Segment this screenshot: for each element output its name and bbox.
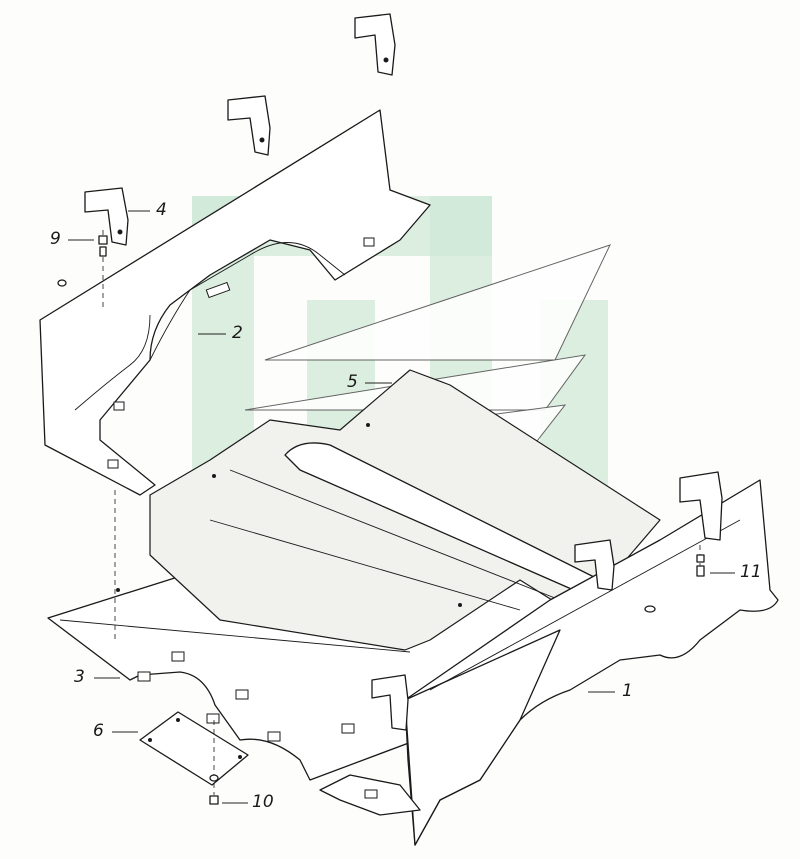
- tunnel-hole-4: [116, 588, 120, 592]
- bracket-bolt-1: [383, 57, 389, 63]
- floor-pad-3: [235, 689, 249, 700]
- cover-plate-outline: [139, 711, 249, 786]
- callout-11: 11: [740, 562, 762, 582]
- rear-pad-1: [113, 401, 125, 411]
- bolt-10-head: [209, 795, 219, 805]
- rivet-right: [644, 605, 656, 613]
- bracket-right-middle: [574, 539, 615, 591]
- floor-pad-5: [341, 723, 355, 734]
- cover-hole-2: [176, 718, 180, 722]
- bracket-top-middle: [227, 95, 271, 156]
- floor-plate-fold: [59, 619, 411, 653]
- bolt-11-shank: [696, 565, 705, 577]
- bracket-bolt-3: [117, 229, 123, 235]
- callout-10: 10: [252, 792, 274, 812]
- tunnel-fold-1: [229, 469, 561, 601]
- callout-9: 9: [50, 229, 61, 249]
- part-2-rear-panel: [39, 109, 431, 496]
- cover-hole-3: [238, 755, 242, 759]
- rear-pad-2: [363, 237, 375, 247]
- cover-hole-1: [148, 738, 152, 742]
- tunnel-hole-2: [366, 423, 370, 427]
- floor-pad-2: [171, 651, 185, 662]
- front-foot-pad: [364, 789, 378, 799]
- bracket-bolt-2: [259, 137, 265, 143]
- front-panel-flank: [404, 629, 561, 846]
- rear-panel-curve-1: [74, 314, 151, 411]
- rear-panel-slot: [205, 281, 231, 299]
- leader-lines: [68, 210, 735, 804]
- rear-panel-outline: [39, 109, 431, 496]
- callout-4: 4: [156, 200, 167, 220]
- bracket-left-4: [84, 187, 129, 246]
- tunnel-fold-2: [209, 519, 521, 611]
- part-5-tunnel-panel: [116, 369, 661, 651]
- bolt-9-shank: [99, 246, 107, 257]
- rear-panel-curve-2: [149, 242, 346, 361]
- tunnel-hole-1: [212, 474, 216, 478]
- callout-6: 6: [93, 721, 104, 741]
- part-6-cover-plate: [139, 711, 249, 786]
- floor-pad-1: [137, 671, 151, 682]
- bolt-11-nut: [696, 554, 705, 563]
- callout-3: 3: [74, 667, 85, 687]
- bracket-right-11: [679, 471, 723, 541]
- callout-5: 5: [347, 372, 358, 392]
- bracket-bottom-middle: [371, 674, 409, 731]
- rear-pad-3: [107, 459, 119, 469]
- cover-pad: [206, 713, 220, 724]
- tunnel-hole-3: [458, 603, 462, 607]
- callout-2: 2: [232, 323, 243, 343]
- front-panel-fold: [429, 519, 741, 691]
- callout-1: 1: [622, 681, 633, 701]
- floor-pad-4: [267, 731, 281, 742]
- bracket-top-right: [354, 13, 396, 76]
- part-1-front-panel: [319, 471, 779, 846]
- top-brackets: [84, 13, 396, 246]
- front-panel-outline: [404, 479, 779, 846]
- bolt-10-washer: [209, 774, 219, 782]
- fasteners: [57, 230, 705, 805]
- rivet-left: [57, 279, 67, 287]
- watermark-arrow-1: [264, 244, 611, 361]
- bolt-9-head: [98, 235, 108, 245]
